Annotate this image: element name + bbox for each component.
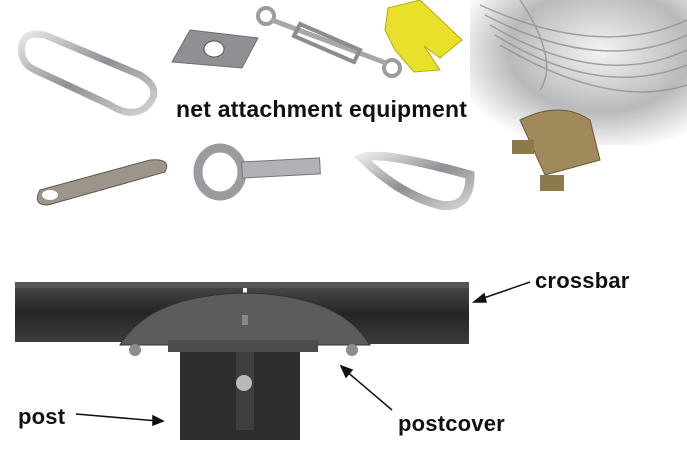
post-label: post xyxy=(18,404,66,429)
wire-thimble xyxy=(354,151,475,211)
yellow-net-clip xyxy=(384,0,463,73)
crossbar-arrow xyxy=(477,281,531,301)
crossbar-label: crossbar xyxy=(535,268,630,293)
turnbuckle xyxy=(256,6,402,78)
label-arrows xyxy=(75,281,531,427)
snap-hook xyxy=(36,159,168,206)
postcover-label: postcover xyxy=(398,411,505,436)
postcover-arrowhead xyxy=(339,364,354,379)
post-arrow xyxy=(75,413,159,422)
eye-bolt xyxy=(193,143,321,201)
square-nut xyxy=(171,29,259,69)
steel-cable-coil xyxy=(470,0,687,145)
postcover xyxy=(119,292,371,356)
page-title: net attachment equipment xyxy=(176,96,468,122)
postcover-arrow xyxy=(344,369,393,411)
crossbar-arrowhead xyxy=(471,292,487,303)
post xyxy=(180,340,300,440)
wire-rope-clip xyxy=(512,109,601,191)
carabiner-hook xyxy=(17,30,158,116)
post-arrowhead xyxy=(152,414,165,427)
